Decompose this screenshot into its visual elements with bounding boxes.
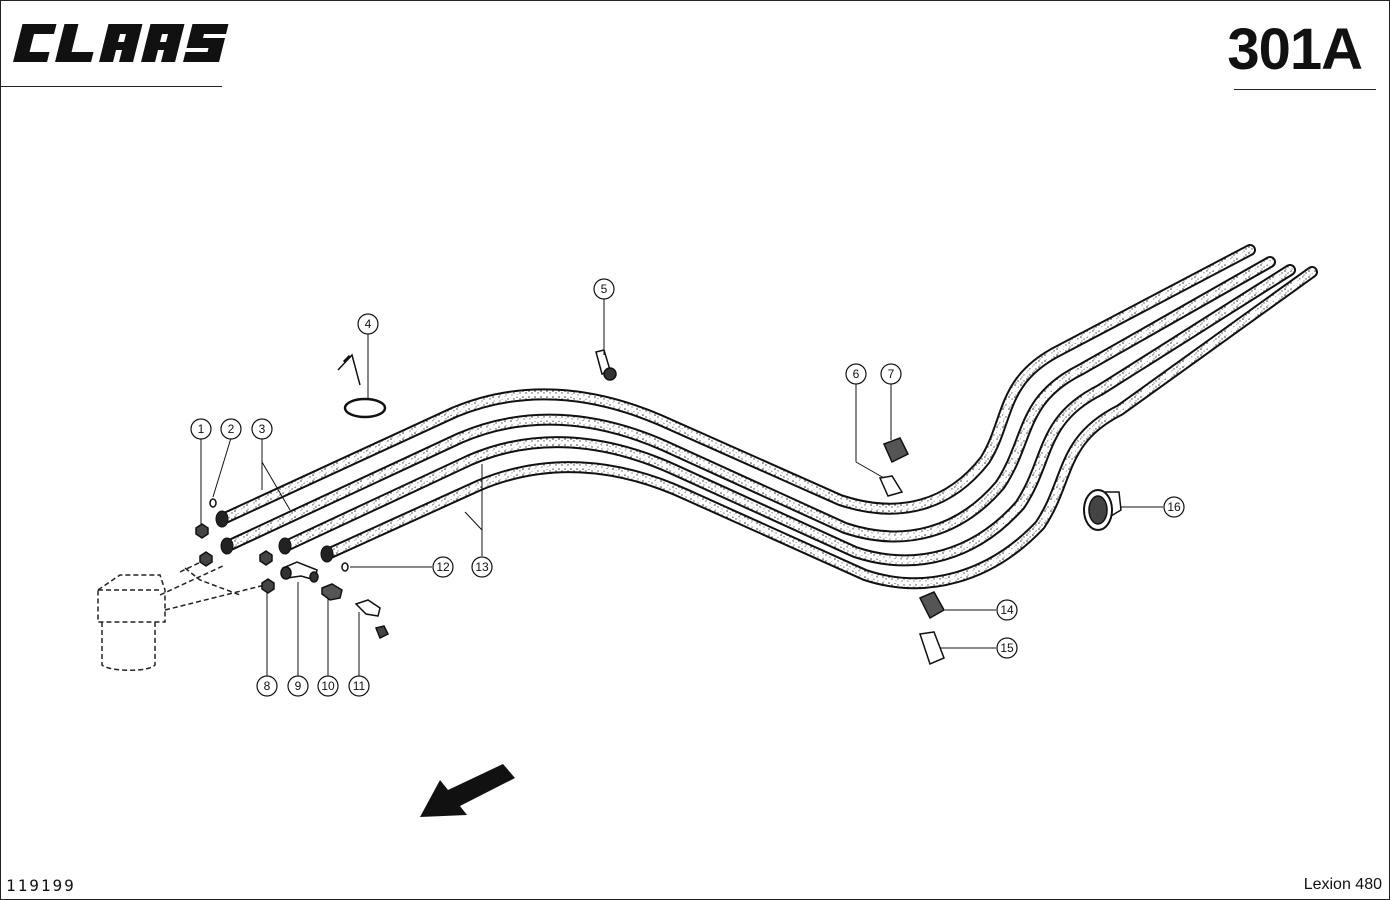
part-14-clamp-block bbox=[918, 591, 946, 620]
callout-8: 8 bbox=[256, 675, 278, 697]
logo-underline bbox=[0, 86, 222, 87]
callout-9: 9 bbox=[287, 675, 309, 697]
part-2-seal-ring bbox=[209, 498, 217, 508]
svg-text:8: 8 bbox=[264, 679, 271, 693]
hydraulic-hose-2 bbox=[224, 256, 1276, 551]
hose-end-fittings bbox=[215, 510, 334, 563]
page-number: 301A bbox=[1227, 17, 1363, 82]
hydraulic-hose-4 bbox=[324, 266, 1318, 590]
drawing-number: 119199 bbox=[6, 876, 76, 895]
part-6-bracket bbox=[878, 475, 904, 497]
callout-5: 5 bbox=[593, 278, 615, 300]
leader-lines bbox=[200, 298, 1163, 676]
callouts: 1 2 3 4 5 6 7 8 9 10 11 12 13 14 15 16 bbox=[190, 278, 1185, 697]
callout-2: 2 bbox=[220, 418, 242, 440]
page-number-underline bbox=[1234, 89, 1376, 90]
svg-text:2: 2 bbox=[228, 422, 235, 436]
svg-text:16: 16 bbox=[1167, 500, 1181, 514]
callout-12: 12 bbox=[432, 556, 454, 578]
fittings bbox=[195, 349, 1122, 666]
svg-text:7: 7 bbox=[888, 367, 895, 381]
part-12-seal-ring bbox=[341, 562, 349, 572]
callout-1: 1 bbox=[190, 418, 212, 440]
callout-6: 6 bbox=[845, 363, 867, 385]
part-10-adapter bbox=[321, 583, 343, 601]
callout-10: 10 bbox=[317, 675, 339, 697]
callout-3: 3 bbox=[251, 418, 273, 440]
part-1-union bbox=[195, 523, 209, 539]
machine-model: Lexion 480 bbox=[1303, 876, 1382, 893]
part-7-clamp-block bbox=[882, 437, 910, 464]
svg-text:10: 10 bbox=[321, 679, 335, 693]
part-5-clamp bbox=[595, 349, 617, 381]
svg-text:9: 9 bbox=[295, 679, 302, 693]
callout-11: 11 bbox=[348, 675, 370, 697]
callout-14: 14 bbox=[996, 599, 1018, 621]
svg-text:14: 14 bbox=[1000, 603, 1014, 617]
claas-logo bbox=[13, 24, 229, 62]
svg-text:11: 11 bbox=[353, 679, 366, 693]
callout-16: 16 bbox=[1163, 496, 1185, 518]
part-15-bracket bbox=[919, 631, 945, 666]
svg-text:12: 12 bbox=[436, 560, 450, 574]
svg-text:3: 3 bbox=[259, 422, 266, 436]
part-8-union bbox=[261, 578, 275, 594]
part-16-grommet bbox=[1083, 489, 1122, 531]
hydraulic-hose-1 bbox=[219, 244, 1256, 524]
svg-text:6: 6 bbox=[853, 367, 860, 381]
svg-text:13: 13 bbox=[475, 560, 489, 574]
hydraulic-hose-bundle bbox=[215, 244, 1318, 590]
valve-block bbox=[97, 559, 266, 671]
callout-4: 4 bbox=[357, 313, 379, 335]
svg-text:15: 15 bbox=[1000, 641, 1014, 655]
union-fitting bbox=[199, 551, 213, 567]
hydraulic-hose-3 bbox=[282, 264, 1296, 567]
part-4-cable-tie-clamp bbox=[337, 353, 387, 419]
callout-7: 7 bbox=[880, 363, 902, 385]
svg-text:4: 4 bbox=[365, 317, 372, 331]
svg-text:1: 1 bbox=[198, 422, 205, 436]
part-9-tee bbox=[280, 561, 319, 583]
callout-15: 15 bbox=[996, 637, 1018, 659]
callout-13: 13 bbox=[471, 556, 493, 578]
svg-text:5: 5 bbox=[601, 282, 608, 296]
direction-arrow-icon bbox=[420, 764, 515, 817]
part-11-elbow bbox=[354, 599, 390, 640]
union-fitting bbox=[259, 550, 273, 566]
